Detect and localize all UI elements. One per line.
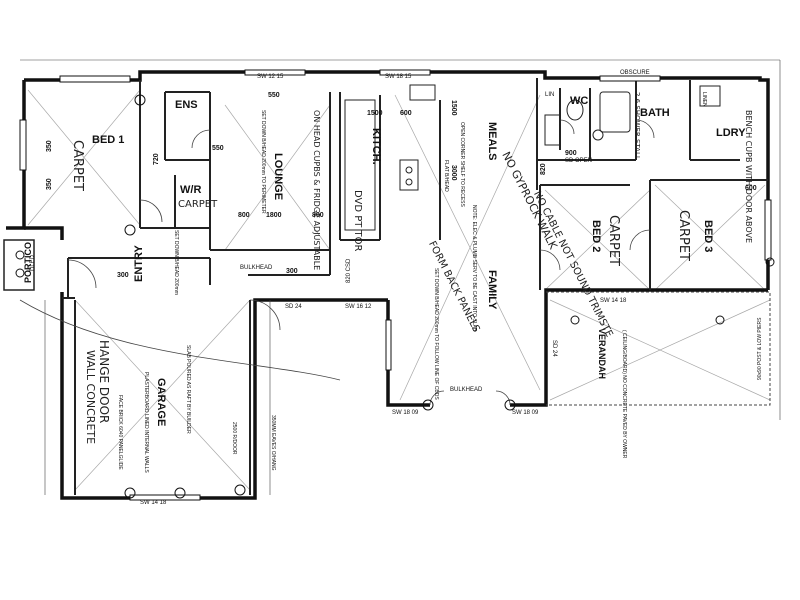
note-d1500: 1500	[450, 100, 457, 116]
note-door2500: 2500 R/DOOR	[231, 422, 237, 455]
kitchen-fixtures	[344, 84, 436, 231]
handwritten-bath-note: 2.6 SHOWER STALL	[633, 92, 641, 160]
note-linen: LIN	[545, 92, 555, 98]
note-sw1809b: SW 18 09	[512, 410, 539, 416]
note-d550: 550	[212, 145, 224, 152]
bath-fixtures	[544, 85, 721, 146]
handwritten-lounge-note: ON HEAD CUPBS & FRIDGE ADJUSTABLE	[312, 110, 321, 271]
note-bulkhead2: BULKHEAD	[450, 387, 483, 393]
note-d820csd: 820 CSD	[346, 258, 352, 283]
room-bed3: BED 3	[702, 220, 714, 253]
handwritten-wall-note: HANGE DOOR	[97, 340, 111, 424]
note-d1800: 1800	[266, 212, 282, 219]
note-garage-plaster: PLASTERBOARD LINED INTERNAL WALLS	[143, 372, 149, 473]
diagonal-hatching	[27, 89, 771, 491]
note-obscure: OBSCURE	[620, 70, 650, 76]
note-bulkhead1: BULKHEAD	[240, 265, 273, 271]
room-ldry: LDRY	[716, 127, 746, 139]
room-wc: WC	[570, 95, 589, 107]
room-bed2: BED 2	[590, 220, 602, 253]
portico-box	[3, 239, 35, 291]
note-sd24a: SD 24	[285, 304, 302, 310]
room-bath: BATH	[640, 107, 670, 119]
note-sw1418: SW 14 18	[600, 298, 627, 304]
note-sw1612: SW 16 12	[345, 304, 372, 310]
note-d350b: 350	[46, 178, 53, 190]
note-linen2: LINEN	[701, 92, 707, 107]
room-ens: ENS	[175, 99, 198, 111]
room-bed1: BED 1	[92, 134, 125, 146]
note-d820: 820	[540, 163, 547, 175]
room-meals: MEALS	[486, 122, 498, 161]
room-tiled: TILED	[30, 254, 36, 272]
note-d600b: 600	[400, 110, 412, 117]
handwritten-carpet-bed3: CARPET	[676, 210, 691, 261]
room-kitch: KITCH.	[370, 128, 382, 165]
room-family: FAMILY	[486, 270, 498, 310]
fixture-markers	[15, 94, 775, 499]
dimension-lines	[20, 59, 781, 495]
note-d1500b: 1500	[367, 110, 383, 117]
note-garage-face: FACE BRICK 6040 PANELGLIDE	[117, 395, 123, 470]
note-eaves: 350MM EAVES O/HANG	[270, 415, 276, 471]
note-d300a: 300	[117, 272, 129, 279]
note-post: 90x90 POST & LOW PIERS	[757, 317, 763, 380]
note-set-down: SET DOWN B/HEAD 200mm TO FOLLOW LINE OF …	[433, 268, 439, 400]
handwritten-ldry-note: BENCH CUPB WITH DOOR ABOVE	[744, 110, 753, 244]
note-d800a: 800	[238, 212, 250, 219]
note-lounge-setdown: SET DOWN B/HEAD 200mm TO PERIMETER	[260, 110, 266, 214]
interior-walls	[62, 78, 768, 495]
note-entry-setdown: SET DOWN B/HEAD 200mm	[173, 230, 179, 295]
note-open-corner: OPEN CORNER SHELF TO RECESS	[459, 122, 465, 207]
note-d720: 720	[153, 153, 160, 165]
note-d550b: 550	[268, 92, 280, 99]
door-swings	[19, 119, 655, 406]
note-sw1215: SW 12 15	[257, 74, 284, 80]
handwritten-kitch-note: DVD PT TOR	[352, 190, 363, 252]
note-verandah: ( CEILING/BOARD) NO CONCRETE PAVED BY OW…	[621, 330, 627, 459]
verandah-outline	[546, 291, 771, 406]
note-d800b: 800	[312, 212, 324, 219]
room-entry: ENTRY	[133, 245, 145, 282]
note-d350a: 350	[46, 140, 53, 152]
room-lounge: LOUNGE	[272, 153, 284, 201]
handwritten-carpet-bed1: CARPET	[70, 140, 85, 191]
handwritten-carpet-wir: CARPET	[178, 199, 218, 210]
note-sd24b: SD 24	[551, 340, 557, 357]
note-d600: 600	[745, 185, 757, 192]
note-d300b: 300	[286, 268, 298, 275]
note-elec: NOTE: ELEC & PLUMB SERV TO BE CAST INTO …	[471, 205, 477, 332]
room-garage: GARAGE	[155, 378, 167, 427]
note-flat-bulk: FLAT B/HEAD	[443, 160, 449, 192]
note-garage-slab: SLAB POURED AS RAFT BY BUILDER	[185, 345, 191, 434]
note-d3000: 3000	[450, 165, 457, 181]
note-sd-open: SD OPEN	[565, 158, 593, 164]
handwritten-garage-note: WALL CONCRETE	[84, 350, 97, 445]
room-wir: W/R	[180, 184, 202, 196]
note-d900: 900	[565, 150, 577, 157]
note-sw1815: SW 18 15	[385, 74, 412, 80]
note-sw1809a: SW 18 09	[392, 410, 419, 416]
handwritten-carpet-bed2: CARPET	[606, 215, 621, 266]
note-sw1418-garage: SW 14 18	[140, 500, 167, 506]
windows	[19, 69, 772, 501]
